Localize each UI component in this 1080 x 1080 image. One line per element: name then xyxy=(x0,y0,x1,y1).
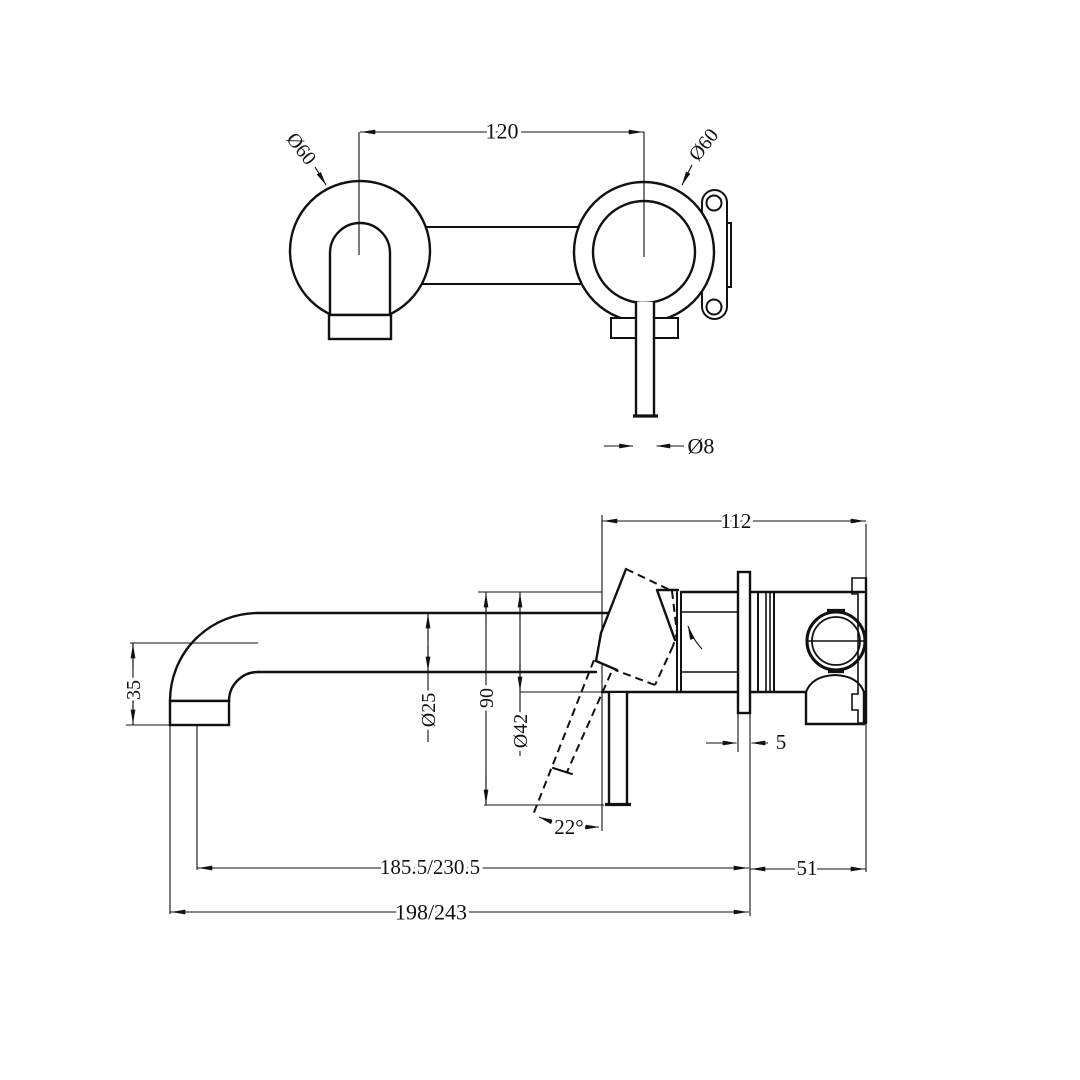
dimension-install-depth: 112 xyxy=(602,506,866,537)
dimension-right-flange-dia: Ø60 xyxy=(681,121,727,186)
inlet-connection xyxy=(805,608,867,674)
spout-outlet-front xyxy=(327,221,393,341)
inwall-bracket xyxy=(851,576,868,725)
dimension-reach-to-center: 185.5/230.5 xyxy=(197,852,749,883)
dimension-left-flange-dia: Ø60 xyxy=(278,125,327,186)
dim-label-120: 120 xyxy=(486,119,519,144)
bracket-screw-hole-top xyxy=(705,194,723,212)
dimension-spout-drop: 35 xyxy=(120,643,149,725)
spout-outer-bend xyxy=(168,611,260,703)
handle-dashed-lever xyxy=(532,659,612,816)
spout-inner-bend xyxy=(227,670,260,703)
handle-base-joint xyxy=(676,591,682,693)
dim-label-dia8: Ø8 xyxy=(688,434,715,459)
lever-front xyxy=(633,300,658,418)
dimension-handle-angle: 22° xyxy=(538,812,600,843)
dim-label-dia25: Ø25 xyxy=(418,693,440,727)
handle-solid-left-edge xyxy=(594,567,628,672)
port-saddle-curve xyxy=(805,673,865,693)
dim-label-5: 5 xyxy=(776,730,787,754)
spout-tip-side xyxy=(168,699,231,727)
dim-label-dia60-left: Ø60 xyxy=(282,129,321,170)
wall-plate xyxy=(736,570,752,715)
dimension-plate-thickness: 5 xyxy=(706,727,790,758)
dim-label-198: 198/243 xyxy=(395,900,467,925)
dim-label-185: 185.5/230.5 xyxy=(380,855,480,879)
dimension-spout-dia: Ø25 xyxy=(415,613,444,742)
trim-ring-outer xyxy=(757,592,775,692)
front-view: 120 Ø60 Ø60 Ø8 xyxy=(278,115,732,462)
swing-arc-arrow xyxy=(687,625,703,650)
dim-label-112: 112 xyxy=(721,509,752,533)
dim-label-dia60-right: Ø60 xyxy=(685,125,724,166)
connecting-bar xyxy=(419,226,587,285)
dimension-center-distance: 120 xyxy=(360,115,644,147)
dim-label-22deg: 22° xyxy=(554,815,583,839)
dimension-reach-overall: 198/243 xyxy=(170,896,749,928)
dim-label-51: 51 xyxy=(797,856,818,880)
dimension-inwall-depth: 51 xyxy=(750,853,866,884)
spout-tip-front xyxy=(327,313,393,341)
lever-side xyxy=(607,691,629,806)
dimension-body-dia: Ø42 xyxy=(507,592,536,756)
dimension-handle-height: 90 xyxy=(473,592,502,805)
dim-label-35: 35 xyxy=(123,680,145,700)
dimension-lever-dia: Ø8 xyxy=(604,430,718,462)
mixer-handle xyxy=(532,567,703,816)
dim-label-dia42: Ø42 xyxy=(510,714,532,748)
body-seam-lines xyxy=(682,611,738,673)
trim-ring-inner xyxy=(765,593,771,691)
bottom-port xyxy=(804,690,866,726)
bracket-screw-hole-bottom xyxy=(705,298,723,316)
handle-solid-cone-edge xyxy=(655,588,680,642)
handle-dashed-outline xyxy=(614,568,679,686)
inlet-thread-marks xyxy=(827,608,845,674)
side-view: 112 5 51 185.5/230.5 198/243 xyxy=(120,506,868,928)
dim-label-90: 90 xyxy=(476,688,498,708)
handle-dashed-lever-cap xyxy=(552,767,573,775)
